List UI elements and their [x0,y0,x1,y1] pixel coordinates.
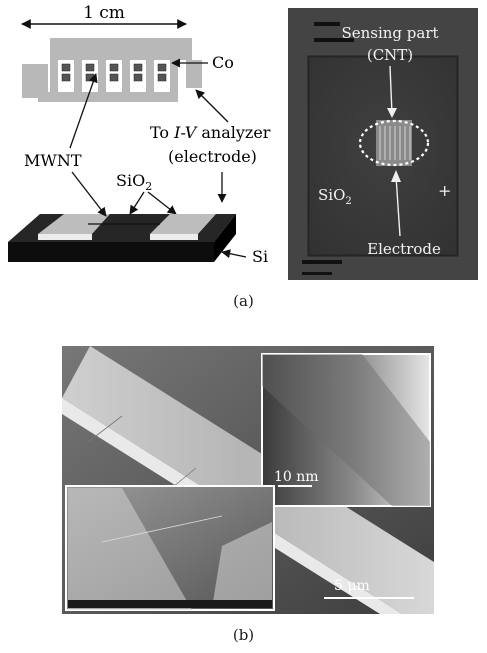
electrode-paren-label: (electrode) [168,147,257,166]
si-arrow [221,249,247,259]
substrate-block [8,214,236,262]
sensing-part-label: Sensing part [341,24,438,42]
panel-b-caption: (b) [232,626,255,644]
sio2-arrow-right [147,191,177,215]
panel-a-caption: (a) [233,292,254,310]
cobalt-label: Co [212,53,234,72]
comb-electrode-pattern [22,38,202,102]
scale-label: 1 cm [83,3,125,23]
sem-image: 10 nm 5 μm [62,346,434,614]
sem-scale-label: 5 μm [334,578,370,594]
cobalt-junction-dots [61,63,167,82]
si-label: Si [252,247,268,266]
device-schematic: 1 cm Co To I-V analyzer (electrode) MWNT… [8,3,271,266]
photo-sio2-label: SiO2 [318,186,352,207]
sensing-arrow [389,65,393,115]
electrode-arrow [395,175,401,237]
mwnt-label: MWNT [24,151,82,170]
sem-low-mag-inset [65,485,275,611]
electrode-stripe [62,346,434,614]
mwnt-arrow-lower [71,171,107,217]
device-photo: Sensing part (CNT) SiO2 + Electrode [288,8,478,280]
sio2-label: SiO2 [116,171,152,193]
cnt-label: (CNT) [367,46,413,64]
plus-mark: + [438,181,451,200]
electrode-arrow-head [391,170,401,182]
sensing-arrow-head [387,108,397,118]
analyzer-label: To I-V analyzer [150,123,271,142]
tem-inset [261,353,431,507]
sio2-arrow-left [129,191,145,215]
photo-electrode-label: Electrode [367,240,441,258]
analyzer-arrow [195,89,229,123]
sensing-region [358,119,430,167]
tem-scale-label: 10 nm [274,469,319,485]
mwnt-arrow-upper [69,73,98,149]
